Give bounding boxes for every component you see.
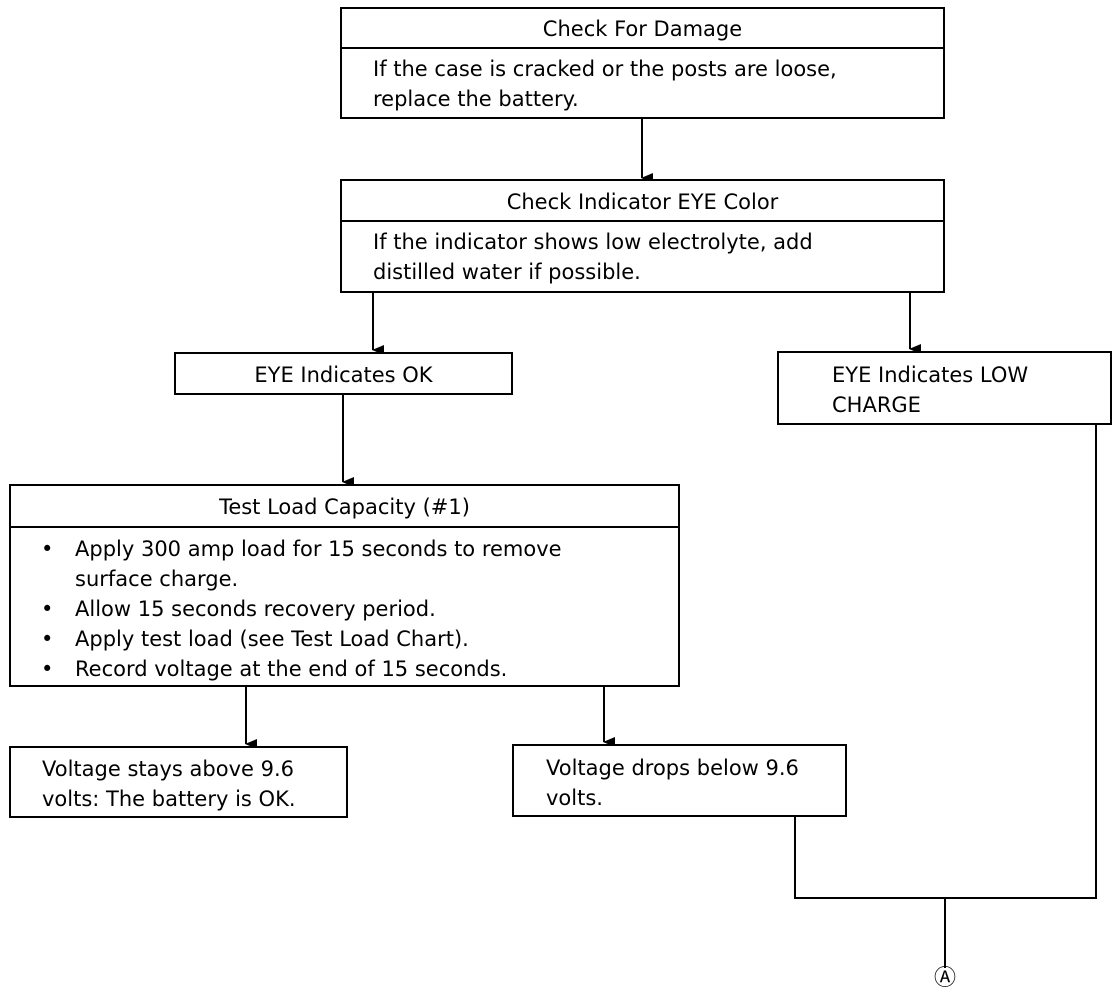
eye-low-text: EYE Indicates LOW CHARGE (832, 363, 1029, 417)
load-test-step: Apply test load (see Test Load Chart). (11, 624, 638, 654)
check-damage-box: Check For Damage If the case is cracked … (340, 7, 945, 119)
eye-low-box: EYE Indicates LOW CHARGE (777, 351, 1112, 425)
merge-line (794, 424, 1097, 899)
eye-ok-box: EYE Indicates OK (174, 352, 513, 395)
voltage-below-box: Voltage drops below 9.6 volts. (512, 744, 847, 817)
voltage-above-text: Voltage stays above 9.6 volts: The batte… (42, 757, 296, 811)
check-damage-title: Check For Damage (342, 9, 943, 49)
check-indicator-text: If the indicator shows low electrolyte, … (373, 230, 813, 284)
voltage-below-text: Voltage drops below 9.6 volts. (546, 756, 799, 810)
connector-a-label: Ⓐ (934, 966, 957, 991)
load-test-step: Record voltage at the end of 15 seconds. (11, 654, 638, 684)
check-damage-text: If the case is cracked or the posts are … (373, 57, 837, 111)
voltage-above-box: Voltage stays above 9.6 volts: The batte… (9, 746, 348, 818)
check-indicator-title: Check Indicator EYE Color (342, 181, 943, 222)
check-indicator-box: Check Indicator EYE Color If the indicat… (340, 179, 945, 293)
load-test-box: Test Load Capacity (#1) Apply 300 amp lo… (9, 484, 680, 687)
eye-ok-text: EYE Indicates OK (254, 363, 433, 387)
load-test-title: Test Load Capacity (#1) (11, 486, 678, 528)
load-test-step: Apply 300 amp load for 15 seconds to rem… (11, 534, 638, 594)
load-test-steps: Apply 300 amp load for 15 seconds to rem… (11, 528, 678, 684)
load-test-step: Allow 15 seconds recovery period. (11, 594, 638, 624)
